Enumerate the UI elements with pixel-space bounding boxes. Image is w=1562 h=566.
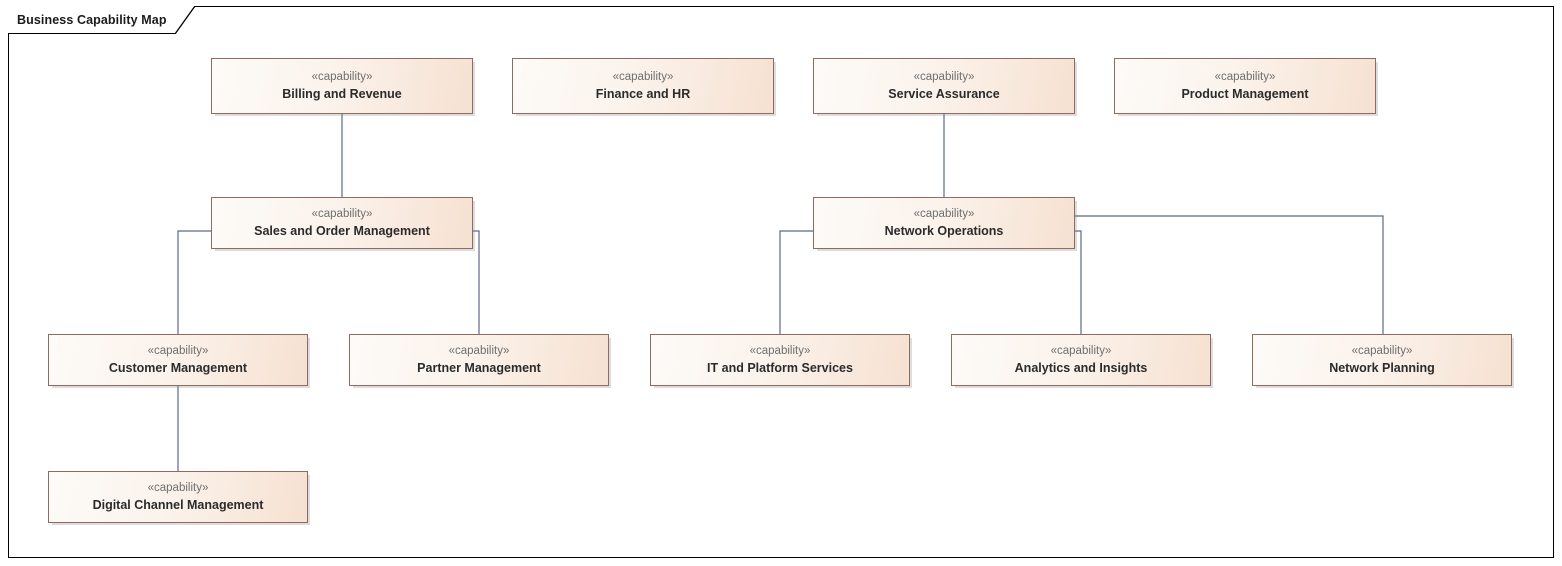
capability-node-itplat[interactable]: «capability» IT and Platform Services — [650, 334, 910, 386]
node-stereotype: «capability» — [147, 344, 209, 357]
node-name: Analytics and Insights — [1014, 361, 1148, 376]
node-stereotype: «capability» — [1351, 344, 1413, 357]
diagram-frame — [8, 6, 1554, 558]
capability-node-product[interactable]: «capability» Product Management — [1114, 58, 1376, 114]
capability-node-netplan[interactable]: «capability» Network Planning — [1252, 334, 1512, 386]
node-stereotype: «capability» — [311, 70, 373, 83]
diagram-frame-title-tab[interactable]: Business Capability Map — [8, 6, 195, 34]
node-stereotype: «capability» — [913, 70, 975, 83]
node-name: Finance and HR — [595, 87, 691, 102]
node-stereotype: «capability» — [913, 207, 975, 220]
node-stereotype: «capability» — [1214, 70, 1276, 83]
capability-node-finance[interactable]: «capability» Finance and HR — [512, 58, 774, 114]
node-name: Product Management — [1181, 87, 1309, 102]
capability-node-partner[interactable]: «capability» Partner Management — [349, 334, 609, 386]
capability-node-customer[interactable]: «capability» Customer Management — [48, 334, 308, 386]
node-name: IT and Platform Services — [707, 361, 853, 376]
node-name: Billing and Revenue — [282, 87, 402, 102]
node-name: Customer Management — [108, 361, 248, 376]
node-name: Digital Channel Management — [92, 498, 264, 513]
diagram-title: Business Capability Map — [17, 12, 167, 27]
node-stereotype: «capability» — [147, 481, 209, 494]
node-name: Service Assurance — [888, 87, 1000, 102]
node-name: Partner Management — [417, 361, 541, 376]
capability-node-sales[interactable]: «capability» Sales and Order Management — [211, 197, 473, 249]
node-name: Network Planning — [1329, 361, 1435, 376]
node-name: Network Operations — [884, 224, 1004, 239]
capability-node-analytics[interactable]: «capability» Analytics and Insights — [951, 334, 1211, 386]
node-stereotype: «capability» — [612, 70, 674, 83]
capability-node-assurance[interactable]: «capability» Service Assurance — [813, 58, 1075, 114]
capability-node-billing[interactable]: «capability» Billing and Revenue — [211, 58, 473, 114]
node-stereotype: «capability» — [448, 344, 510, 357]
capability-node-digital[interactable]: «capability» Digital Channel Management — [48, 471, 308, 523]
frame-tab-corner-icon — [174, 6, 195, 34]
node-stereotype: «capability» — [311, 207, 373, 220]
node-stereotype: «capability» — [1050, 344, 1112, 357]
capability-node-netops[interactable]: «capability» Network Operations — [813, 197, 1075, 249]
node-stereotype: «capability» — [749, 344, 811, 357]
node-name: Sales and Order Management — [254, 224, 430, 239]
